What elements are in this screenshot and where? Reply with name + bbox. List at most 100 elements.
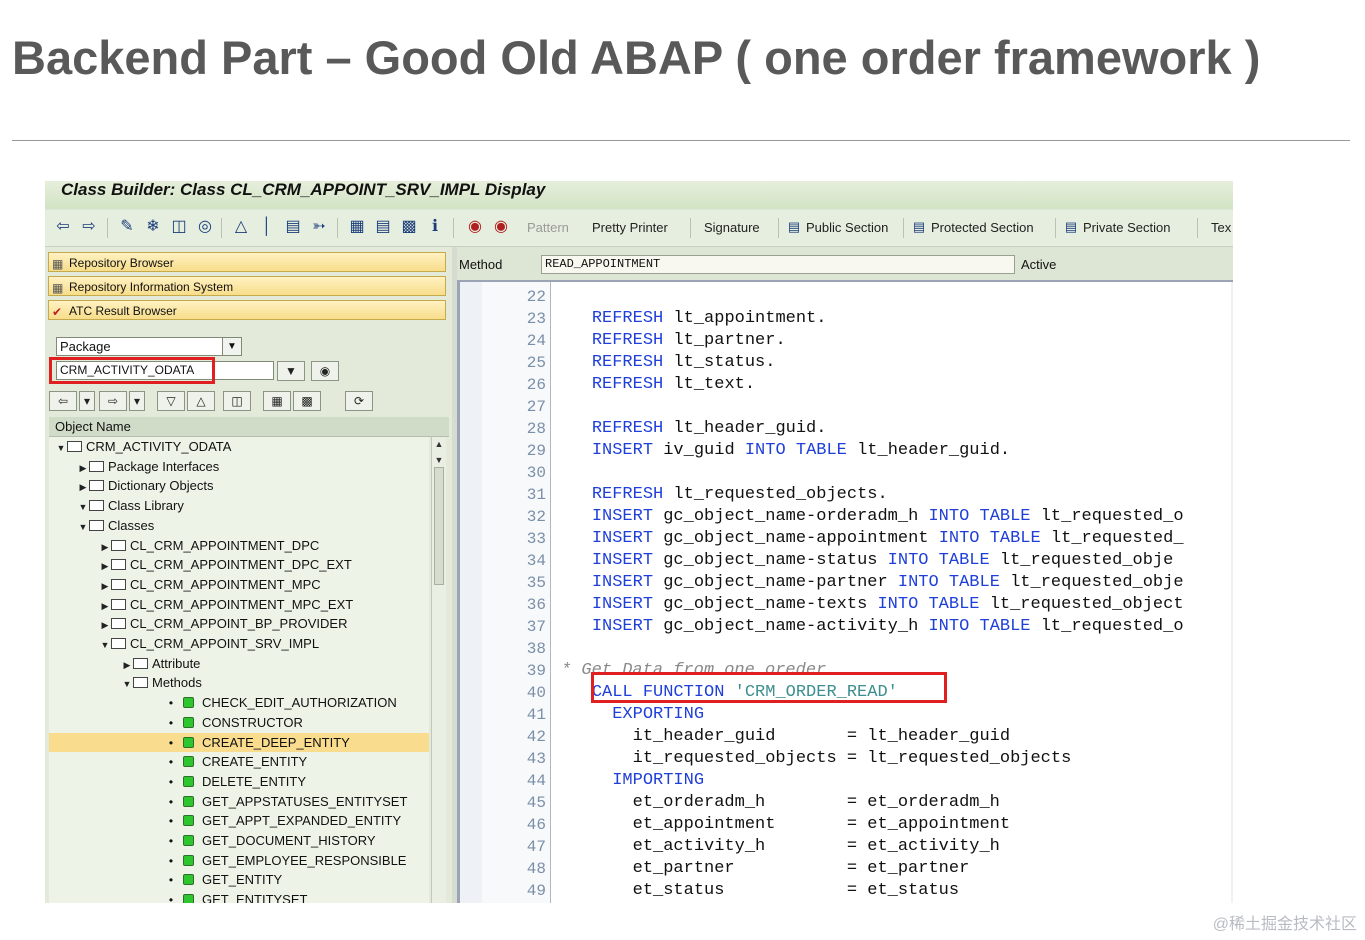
repository-browser-button[interactable]: ▦ Repository Browser xyxy=(48,252,446,272)
code-line[interactable]: it_header_guid = lt_header_guid xyxy=(551,727,1011,746)
collapse-all-button[interactable]: △ xyxy=(187,391,215,411)
breakpoint-icon[interactable]: │ xyxy=(262,218,272,235)
hierarchy-button[interactable]: ▦ xyxy=(263,391,291,411)
code-line[interactable]: INSERT iv_guid INTO TABLE lt_header_guid… xyxy=(591,441,1011,460)
tree-folder-item[interactable]: ▼Class Library xyxy=(49,496,429,515)
code-line[interactable]: et_appointment = et_appointment xyxy=(551,815,1011,834)
tree-folder-item[interactable]: ▶CL_CRM_APPOINTMENT_MPC xyxy=(49,575,429,594)
dropdown-button[interactable]: ▼ xyxy=(277,361,305,381)
public-section-button[interactable]: Public Section xyxy=(806,220,889,235)
package-input[interactable]: CRM_ACTIVITY_ODATA xyxy=(56,361,274,380)
table-icon[interactable]: ▩ xyxy=(401,218,417,235)
repository-info-system-button[interactable]: ▦ Repository Information System xyxy=(48,276,446,296)
tree-method-item[interactable]: •CHECK_EDIT_AUTHORIZATION xyxy=(49,693,429,712)
code-line[interactable]: INSERT gc_object_name-appointment INTO T… xyxy=(591,529,1184,548)
text-button[interactable]: Tex xyxy=(1211,220,1232,235)
expand-right-icon[interactable]: ▶ xyxy=(101,580,109,591)
expand-right-icon[interactable]: ▶ xyxy=(101,541,109,552)
info-icon[interactable]: ℹ xyxy=(431,218,439,235)
next-object-button[interactable]: ⇨ xyxy=(99,391,127,411)
tree-folder-item[interactable]: ▼Methods xyxy=(49,673,429,692)
code-line[interactable]: et_status = et_status xyxy=(551,881,960,900)
expand-right-icon[interactable]: ▶ xyxy=(101,600,109,611)
scroll-thumb[interactable] xyxy=(434,467,444,585)
code-line[interactable]: REFRESH lt_text. xyxy=(591,375,756,394)
expand-down-icon[interactable]: ▼ xyxy=(56,443,66,453)
tree-method-item[interactable]: •GET_ENTITY xyxy=(49,870,429,889)
object-list-icon[interactable]: ◫ xyxy=(171,218,187,235)
display-icon[interactable]: ▤ xyxy=(285,218,301,235)
back-arrow-icon[interactable]: ⇦ xyxy=(56,218,70,235)
tree-method-item[interactable]: •CONSTRUCTOR xyxy=(49,713,429,732)
code-line[interactable]: REFRESH lt_appointment. xyxy=(591,309,827,328)
tree-folder-item[interactable]: ▶CL_CRM_APPOINTMENT_DPC xyxy=(49,536,429,555)
tree-folder-item[interactable]: ▼CRM_ACTIVITY_ODATA xyxy=(49,437,429,456)
navigation-icon[interactable]: ➳ xyxy=(312,218,326,235)
code-line[interactable]: REFRESH lt_requested_objects. xyxy=(591,485,888,504)
code-line[interactable]: et_text = lt_text xyxy=(551,902,939,903)
breakpoint-set-icon[interactable]: ◉ xyxy=(468,218,482,235)
tree-folder-item[interactable]: ▼CL_CRM_APPOINT_SRV_IMPL xyxy=(49,634,429,653)
tree-folder-item[interactable]: ▶CL_CRM_APPOINT_BP_PROVIDER xyxy=(49,614,429,633)
where-used-icon[interactable]: ◎ xyxy=(198,218,212,235)
previous-object-button[interactable]: ⇦ xyxy=(49,391,77,411)
tree-method-item[interactable]: •GET_ENTITYSET xyxy=(49,890,429,903)
object-type-select[interactable]: Package ▼ xyxy=(56,337,242,356)
expand-right-icon[interactable]: ▶ xyxy=(123,659,131,670)
tree-scrollbar[interactable]: ▲ ▼ xyxy=(431,437,446,903)
signature-button[interactable]: Signature xyxy=(704,220,760,235)
expand-right-icon[interactable]: ▶ xyxy=(101,620,109,631)
tree-method-item[interactable]: •GET_DOCUMENT_HISTORY xyxy=(49,831,429,850)
scroll-down-icon[interactable]: ▼ xyxy=(434,455,444,465)
tree-method-item[interactable]: •GET_EMPLOYEE_RESPONSIBLE xyxy=(49,851,429,870)
chevron-down-icon[interactable]: ▼ xyxy=(222,338,241,355)
tree-method-item[interactable]: •CREATE_ENTITY xyxy=(49,752,429,771)
private-section-button[interactable]: Private Section xyxy=(1083,220,1171,235)
code-area[interactable]: REFRESH lt_appointment. REFRESH lt_partn… xyxy=(551,282,1231,903)
tree-method-item[interactable]: •CREATE_DEEP_ENTITY xyxy=(49,732,429,752)
code-line[interactable]: * Get Data from one oreder xyxy=(561,661,827,680)
expand-all-button[interactable]: ▽ xyxy=(157,391,185,411)
tree-folder-item[interactable]: ▶CL_CRM_APPOINTMENT_DPC_EXT xyxy=(49,555,429,574)
next-dropdown-button[interactable]: ▾ xyxy=(129,391,145,411)
code-line[interactable]: REFRESH lt_partner. xyxy=(591,331,786,350)
tree-folder-item[interactable]: ▶Package Interfaces xyxy=(49,457,429,476)
expand-down-icon[interactable]: ▼ xyxy=(78,521,88,532)
display-glasses-button[interactable]: ◉ xyxy=(311,361,339,381)
protected-section-button[interactable]: Protected Section xyxy=(931,220,1034,235)
activate-icon[interactable]: ❄ xyxy=(146,218,160,235)
find-binoculars-button[interactable]: ◫ xyxy=(223,391,251,411)
tree-method-item[interactable]: •GET_APPT_EXPANDED_ENTITY xyxy=(49,811,429,830)
atc-result-browser-button[interactable]: ✔ ATC Result Browser xyxy=(48,300,446,320)
code-line[interactable]: it_requested_objects = lt_requested_obje… xyxy=(551,749,1072,768)
code-line[interactable]: et_activity_h = et_activity_h xyxy=(551,837,1000,856)
pretty-printer-button[interactable]: Pretty Printer xyxy=(592,220,668,235)
refresh-button[interactable]: ⟳ xyxy=(345,391,373,411)
code-line[interactable]: REFRESH lt_status. xyxy=(591,353,776,372)
expand-right-icon[interactable]: ▶ xyxy=(79,482,87,493)
code-line[interactable]: et_partner = et_partner xyxy=(551,859,970,878)
tree-structure-icon[interactable]: ▦ xyxy=(349,218,365,235)
hierarchy-icon[interactable]: △ xyxy=(234,218,248,235)
previous-dropdown-button[interactable]: ▾ xyxy=(79,391,95,411)
edit-pencil-icon[interactable]: ✎ xyxy=(120,218,134,235)
session-breakpoint-icon[interactable]: ◉ xyxy=(494,218,508,235)
code-line[interactable]: INSERT gc_object_name-status INTO TABLE … xyxy=(591,551,1174,570)
code-line[interactable]: INSERT gc_object_name-activity_h INTO TA… xyxy=(591,617,1184,636)
tree-folder-item[interactable]: ▼Classes xyxy=(49,516,429,535)
method-name-field[interactable]: READ_APPOINTMENT xyxy=(541,255,1015,274)
forward-arrow-icon[interactable]: ⇨ xyxy=(82,218,96,235)
tree-folder-item[interactable]: ▶Dictionary Objects xyxy=(49,476,429,495)
expand-down-icon[interactable]: ▼ xyxy=(100,640,110,650)
favorites-button[interactable]: ▩ xyxy=(293,391,321,411)
code-line[interactable]: REFRESH lt_header_guid. xyxy=(591,419,827,438)
code-line[interactable]: IMPORTING xyxy=(612,771,705,790)
expand-right-icon[interactable]: ▶ xyxy=(79,462,87,473)
pattern-button[interactable]: Pattern xyxy=(527,220,569,235)
code-line[interactable]: INSERT gc_object_name-partner INTO TABLE… xyxy=(591,573,1184,592)
panel-splitter[interactable] xyxy=(452,247,457,903)
expand-down-icon[interactable]: ▼ xyxy=(78,502,88,513)
code-line[interactable]: CALL FUNCTION 'CRM_ORDER_READ' xyxy=(591,683,898,702)
code-line[interactable]: EXPORTING xyxy=(612,705,705,724)
